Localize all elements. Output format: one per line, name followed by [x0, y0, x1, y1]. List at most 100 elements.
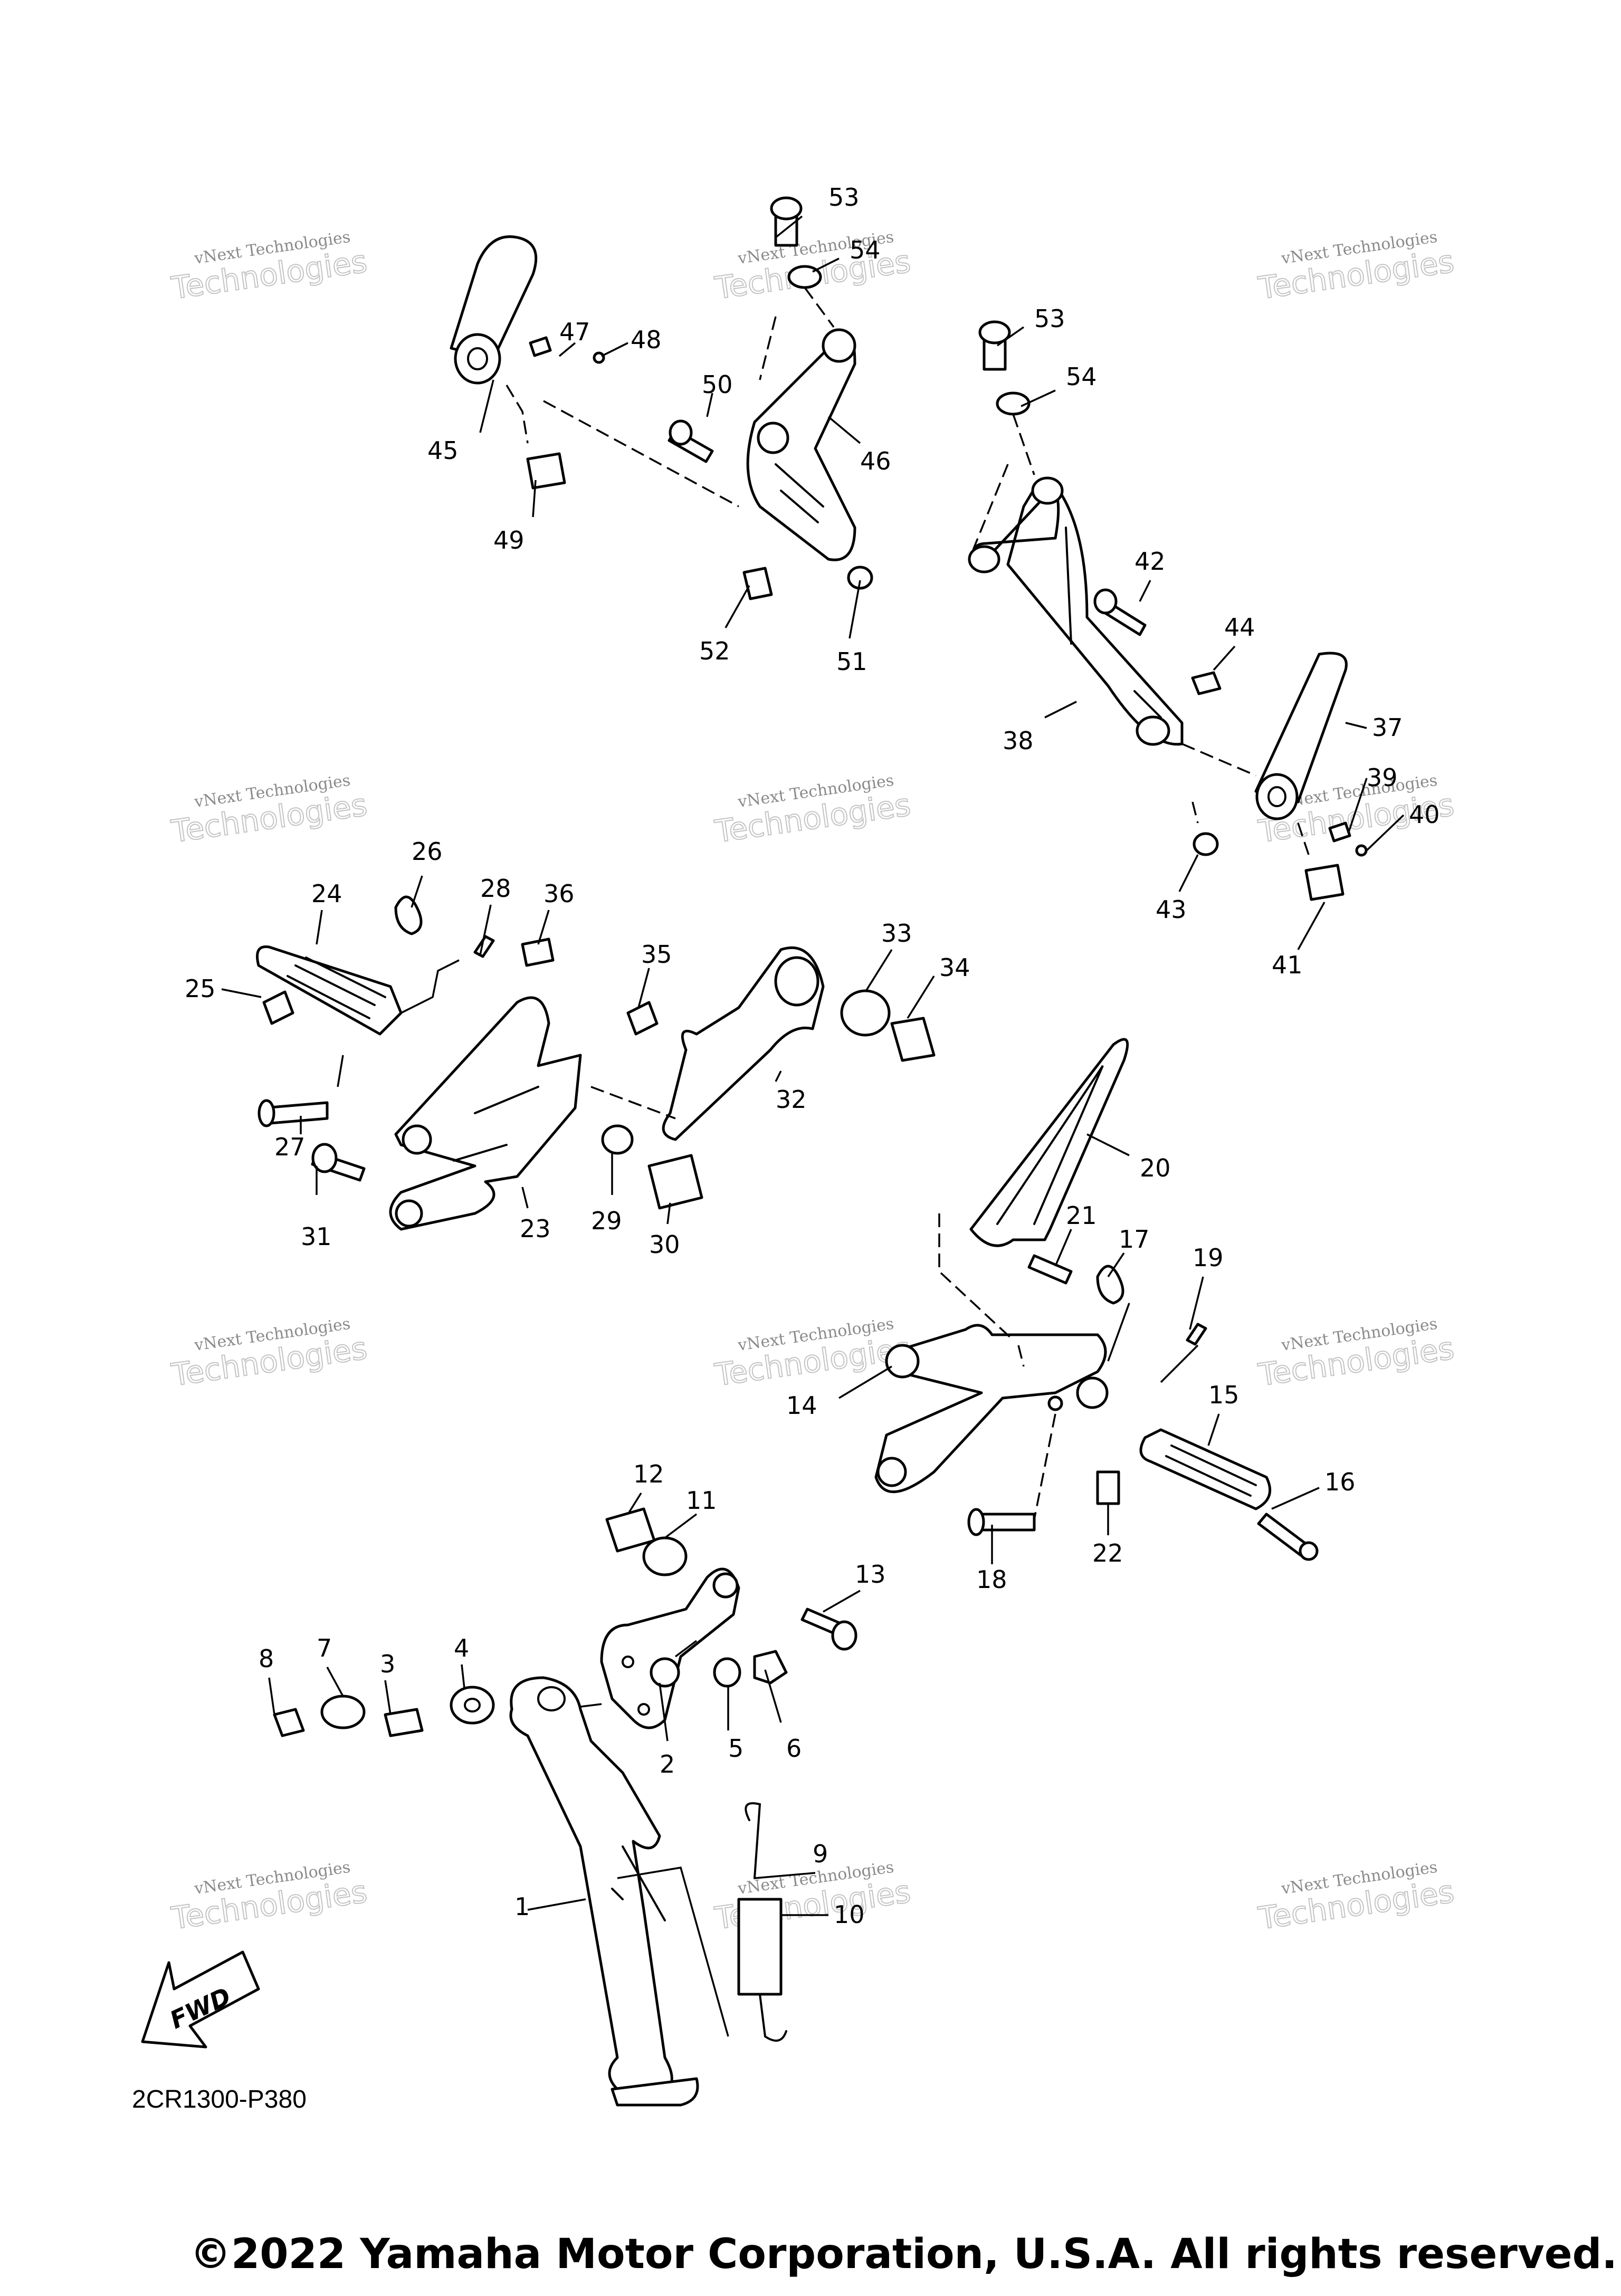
rear-footpeg-left: [450, 235, 538, 385]
front-bracket-right: [874, 1324, 1109, 1494]
callout-50: 50: [702, 370, 733, 399]
collar-44: [1191, 671, 1222, 695]
rear-bracket-right: [968, 476, 1184, 746]
callout-38: 38: [1003, 726, 1034, 755]
bolt-21: [1027, 1254, 1073, 1285]
callout-29: 29: [591, 1207, 622, 1235]
heel-plate-20: [969, 1038, 1129, 1247]
clip-41: [1304, 864, 1345, 901]
callout-48: 48: [631, 326, 662, 354]
bracket-2: [600, 1567, 740, 1729]
callout-37: 37: [1372, 713, 1403, 742]
callout-27: 27: [274, 1133, 306, 1161]
callout-20: 20: [1140, 1154, 1171, 1182]
callout-12: 12: [633, 1460, 664, 1488]
callout-24: 24: [311, 879, 342, 908]
callout-31: 31: [301, 1222, 332, 1251]
spring-17: [1096, 1265, 1124, 1305]
callout-3: 3: [380, 1650, 395, 1678]
callout-42: 42: [1134, 547, 1166, 576]
callout-9: 9: [813, 1840, 828, 1868]
bolt-3: [384, 1708, 424, 1737]
clip-19: [1186, 1323, 1207, 1346]
callout-6: 6: [786, 1734, 802, 1763]
collar-34: [890, 1017, 936, 1062]
callout-35: 35: [641, 940, 672, 969]
callout-15: 15: [1208, 1381, 1239, 1409]
callout-11: 11: [686, 1486, 717, 1515]
callout-18: 18: [976, 1565, 1007, 1594]
callout-51: 51: [836, 647, 867, 676]
clip-28: [473, 935, 495, 958]
copyright-notice: ©2022 Yamaha Motor Corporation, U.S.A. A…: [190, 2231, 1618, 2278]
callout-8: 8: [259, 1644, 274, 1673]
collar-52: [742, 567, 773, 600]
callout-45: 45: [427, 436, 459, 465]
collar-30: [647, 1154, 703, 1210]
rear-bracket-left: [746, 328, 856, 561]
callout-44: 44: [1224, 613, 1255, 642]
callout-2: 2: [660, 1750, 675, 1778]
front-bracket-left: [389, 996, 582, 1231]
washer-7: [320, 1695, 366, 1729]
drawing-code: 2CR1300-P380: [132, 2085, 307, 2113]
callout-52: 52: [699, 637, 730, 665]
washer-5: [713, 1657, 741, 1688]
callout-7: 7: [317, 1634, 332, 1662]
callout-46: 46: [860, 447, 891, 475]
pin-47: [529, 336, 552, 357]
callout-16: 16: [1324, 1468, 1356, 1496]
callout-21: 21: [1066, 1201, 1097, 1230]
callout-47: 47: [559, 318, 590, 346]
fwd-arrow-icon: FWD: [141, 1950, 260, 2049]
callout-53-right: 53: [1034, 304, 1065, 333]
callout-49: 49: [493, 526, 525, 554]
callout-13: 13: [855, 1560, 886, 1589]
callout-43: 43: [1156, 895, 1187, 924]
spring-26: [394, 895, 423, 935]
nut-43: [1193, 832, 1219, 856]
callout-32: 32: [776, 1085, 807, 1114]
bushing-11: [642, 1536, 688, 1576]
callout-5: 5: [728, 1734, 743, 1763]
callout-54-top: 54: [850, 236, 881, 264]
callout-39: 39: [1367, 763, 1398, 792]
footpeg-15: [1139, 1428, 1272, 1510]
screw-35: [626, 1001, 659, 1036]
nut-6: [753, 1650, 788, 1685]
washer-54-right: [996, 391, 1031, 416]
bushing-33: [840, 989, 891, 1037]
callout-33: 33: [881, 919, 912, 948]
spring-10: [737, 1898, 783, 1996]
callout-19: 19: [1193, 1243, 1224, 1272]
shift-arm-32: [662, 946, 825, 1141]
callout-1: 1: [514, 1892, 530, 1921]
callout-54-right: 54: [1066, 362, 1097, 391]
callout-30: 30: [649, 1230, 680, 1259]
callout-labels: 1 2 3 4 5 6 7 8 9 10 11 12 13 14 15 16 1…: [185, 183, 1440, 1929]
callout-10: 10: [834, 1900, 865, 1929]
callout-25: 25: [185, 974, 216, 1003]
callout-23: 23: [520, 1214, 551, 1243]
footpeg-24: [256, 945, 403, 1036]
callout-22: 22: [1092, 1539, 1123, 1567]
callout-leaders: [221, 215, 1405, 1916]
callout-53-top: 53: [828, 183, 860, 212]
callout-28: 28: [480, 874, 511, 903]
callout-26: 26: [412, 837, 443, 866]
washer-4: [450, 1686, 495, 1725]
clip-49: [526, 452, 566, 490]
callout-36: 36: [543, 879, 575, 908]
nut-51: [847, 566, 873, 590]
callout-41: 41: [1272, 951, 1303, 979]
callout-17: 17: [1119, 1225, 1150, 1254]
sidestand-1: [509, 1676, 699, 2107]
callout-4: 4: [454, 1634, 469, 1662]
pin-39: [1328, 821, 1351, 843]
bolt-25: [262, 990, 294, 1025]
callout-34: 34: [939, 953, 970, 982]
rear-footpeg-right: [1254, 652, 1348, 820]
parts: FWD: [141, 196, 1368, 2107]
bolt-8: [273, 1708, 305, 1737]
